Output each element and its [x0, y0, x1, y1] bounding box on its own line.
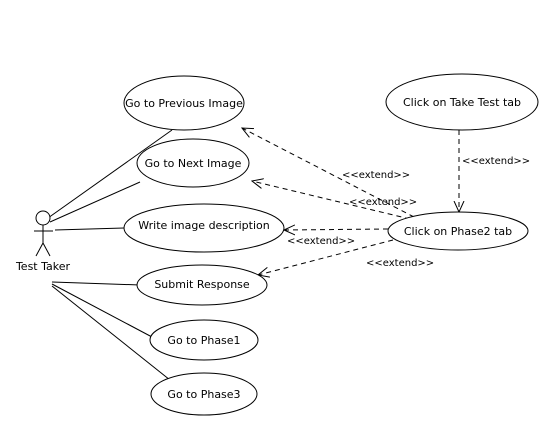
use-case-phase3-shape — [150, 372, 258, 416]
association-next — [49, 181, 141, 223]
actor-head — [35, 210, 51, 226]
use-case-take-shape — [385, 73, 539, 131]
use-case-prev: Go to Previous Image — [123, 75, 245, 131]
use-case-desc: Write image description — [123, 203, 285, 253]
use-case-take: Click on Take Test tab — [385, 73, 539, 131]
use-case-prev-shape — [123, 75, 245, 131]
use-case-next-shape — [136, 138, 250, 188]
use-case-phase1-label: Go to Phase1 — [167, 334, 240, 347]
use-case-phase3-label: Go to Phase3 — [167, 388, 240, 401]
extend-labels: <<extend>> <<extend>> <<extend>> <<exten… — [287, 156, 530, 269]
association-submit — [51, 281, 141, 286]
extend-arrow-desc — [284, 229, 389, 230]
use-case-prev-label: Go to Previous Image — [125, 97, 243, 110]
use-case-phase1: Go to Phase1 — [149, 319, 259, 361]
use-case-phase2-shape — [387, 211, 529, 251]
actor-right-leg — [42, 242, 51, 257]
use-case-desc-shape — [123, 203, 285, 253]
association-phase3 — [51, 285, 171, 381]
association-desc — [54, 227, 125, 231]
use-case-phase3: Go to Phase3 — [150, 372, 258, 416]
use-case-phase2: Click on Phase2 tab — [387, 211, 529, 251]
actor-left-leg — [35, 242, 44, 257]
extend-dependencies — [242, 128, 459, 275]
extend-label-submit: <<extend>> — [366, 258, 434, 269]
use-case-submit-label: Submit Response — [154, 278, 250, 291]
actor-label: Test Taker — [15, 260, 71, 273]
use-case-submit-shape — [136, 264, 268, 306]
use-case-phase2-label: Click on Phase2 tab — [404, 225, 512, 238]
use-case-take-label: Click on Take Test tab — [403, 96, 521, 109]
extend-label-desc: <<extend>> — [287, 236, 355, 247]
association-phase1 — [51, 283, 153, 338]
use-case-submit: Submit Response — [136, 264, 268, 306]
extend-label-prev: <<extend>> — [342, 170, 410, 181]
use-case-phase1-shape — [149, 319, 259, 361]
extend-label-take: <<extend>> — [462, 156, 530, 167]
extend-arrow-next — [252, 181, 411, 220]
association-prev — [47, 129, 173, 219]
use-case-next-label: Go to Next Image — [145, 157, 242, 170]
extend-label-next: <<extend>> — [349, 197, 417, 208]
use-case-desc-label: Write image description — [138, 219, 269, 232]
use-case-next: Go to Next Image — [136, 138, 250, 188]
associations — [47, 129, 173, 381]
actor-test-taker: Test Taker — [15, 210, 71, 273]
